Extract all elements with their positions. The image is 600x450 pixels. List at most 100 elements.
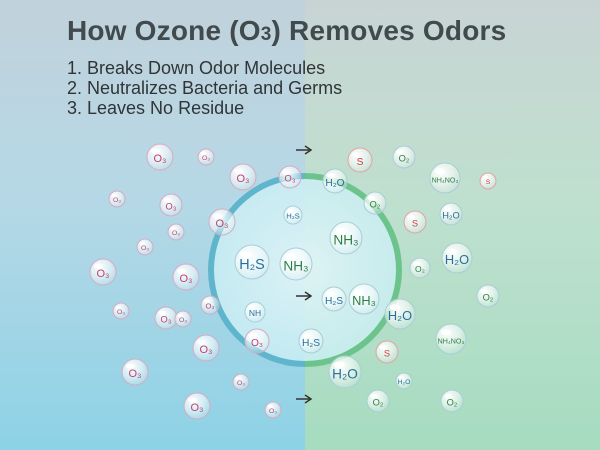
molecule-bubble: O₃ xyxy=(146,143,174,171)
molecule-label: NH₃ xyxy=(333,232,358,247)
molecule-label: O₂ xyxy=(399,153,410,163)
bubble-highlight xyxy=(150,148,160,154)
molecule-bubble: O₃ xyxy=(89,258,117,286)
molecule-label: O₃ xyxy=(190,402,203,414)
molecule-label: O₃ xyxy=(269,408,277,415)
molecule-bubble: NH xyxy=(244,301,266,323)
molecule-label: O₃ xyxy=(251,338,263,349)
molecule-label: O₃ xyxy=(284,173,295,183)
molecule-label: H₂S xyxy=(302,338,320,349)
molecule-bubble: O₃ xyxy=(159,193,183,217)
bubble-highlight xyxy=(203,299,211,303)
bubble-highlight xyxy=(282,169,290,175)
bubble-highlight xyxy=(396,149,404,155)
bubble-highlight xyxy=(370,393,378,399)
molecule-bubble: O₃ xyxy=(264,401,282,419)
bubble-highlight xyxy=(158,310,166,316)
molecule-bubble: S xyxy=(375,340,399,364)
bubble-highlight xyxy=(389,304,400,311)
bubble-highlight xyxy=(187,397,197,403)
bubble-highlight xyxy=(398,375,405,379)
bubble-highlight xyxy=(440,329,451,336)
bubble-highlight xyxy=(326,173,335,179)
molecule-bubble: NH₃ xyxy=(279,247,313,281)
molecule-bubble: S xyxy=(347,147,373,173)
molecule-label: S xyxy=(486,179,491,186)
molecule-label: O₃ xyxy=(96,268,109,280)
bubble-highlight xyxy=(284,253,296,260)
molecule-label: O₃ xyxy=(153,153,166,165)
bubble-highlight xyxy=(248,305,255,310)
molecule-bubble: O₃ xyxy=(174,310,192,328)
molecule-bubble: NH₃ xyxy=(329,221,363,255)
bubble-highlight xyxy=(480,288,488,294)
benefit-item: 1. Breaks Down Odor Molecules xyxy=(67,58,326,78)
molecule-bubble: O₂ xyxy=(409,257,431,279)
molecule-bubble: H₂S xyxy=(298,328,324,354)
molecule-label: NH₃ xyxy=(352,293,376,308)
molecule-label: O₃ xyxy=(172,230,180,237)
bubble-highlight xyxy=(482,175,489,179)
molecule-label: H₂O xyxy=(332,366,358,381)
molecule-bubble: O₃ xyxy=(154,306,178,330)
molecule-bubble: O₃ xyxy=(197,148,215,166)
bubble-highlight xyxy=(212,213,222,219)
bubble-highlight xyxy=(443,206,451,212)
right-arrow-icon xyxy=(296,394,313,404)
molecule-label: H₂S xyxy=(286,212,300,221)
molecule-label: H₂O xyxy=(325,178,344,189)
molecule-label: S xyxy=(384,348,390,358)
molecule-label: NH₄NO₃ xyxy=(438,338,465,346)
molecule-label: O₃ xyxy=(202,155,210,162)
bubble-highlight xyxy=(170,226,176,230)
molecule-label: O₃ xyxy=(179,317,187,324)
molecule-label: O₃ xyxy=(128,368,141,380)
molecule-bubble: NH₄NO₃ xyxy=(435,323,467,355)
molecule-label: O₃ xyxy=(215,218,228,230)
bubble-highlight xyxy=(233,168,243,174)
molecule-bubble: H₂O xyxy=(384,298,416,330)
molecule-bubble: O₃ xyxy=(112,302,130,320)
molecule-label: H₂O xyxy=(442,210,460,220)
molecule-label: NH xyxy=(249,308,261,318)
molecule-label: O₃ xyxy=(206,302,215,311)
molecule-label: O₃ xyxy=(237,380,245,387)
molecule-label: O₃ xyxy=(113,197,121,204)
bubble-highlight xyxy=(163,197,171,203)
bubble-highlight xyxy=(115,305,121,309)
molecule-bubble: NH₃ xyxy=(348,283,380,315)
benefit-list: 1. Breaks Down Odor Molecules 2. Neutral… xyxy=(67,58,342,118)
molecule-bubble: O₃ xyxy=(108,190,126,208)
molecule-label: H₂O xyxy=(388,308,412,323)
molecule-label: O₃ xyxy=(117,309,125,316)
bubble-highlight xyxy=(93,263,103,269)
benefit-item: 3. Leaves No Residue xyxy=(67,98,245,118)
molecule-bubble: O₃ xyxy=(244,328,270,354)
bubble-highlight xyxy=(353,289,364,296)
bubble-highlight xyxy=(407,214,415,220)
molecule-label: H₂S xyxy=(325,296,343,307)
bubble-highlight xyxy=(139,241,145,245)
molecule-bubble: O₂ xyxy=(392,145,416,169)
molecule-bubble: O₃ xyxy=(167,223,185,241)
bubble-highlight xyxy=(333,361,345,368)
bubble-highlight xyxy=(367,195,375,201)
molecule-label: NH₄NO₃ xyxy=(432,177,459,185)
molecule-label: NH₃ xyxy=(283,258,308,273)
bubble-highlight xyxy=(286,209,293,213)
bubble-highlight xyxy=(200,151,206,155)
right-arrow-icon xyxy=(296,291,313,301)
molecule-bubble: H₂O xyxy=(328,355,362,389)
molecule-label: O₃ xyxy=(141,245,149,252)
bubble-highlight xyxy=(267,404,274,408)
molecule-label: O₂ xyxy=(373,397,384,407)
bubble-highlight xyxy=(111,193,117,197)
molecule-label: S xyxy=(357,157,364,168)
molecule-label: S xyxy=(412,218,418,228)
molecule-bubble: H₂O xyxy=(441,242,473,274)
molecule-label: O₂ xyxy=(483,292,494,302)
bubble-highlight xyxy=(125,363,135,369)
benefit-item: 2. Neutralizes Bacteria and Germs xyxy=(67,78,343,98)
bubble-highlight xyxy=(379,344,387,350)
bubble-highlight xyxy=(196,339,206,345)
